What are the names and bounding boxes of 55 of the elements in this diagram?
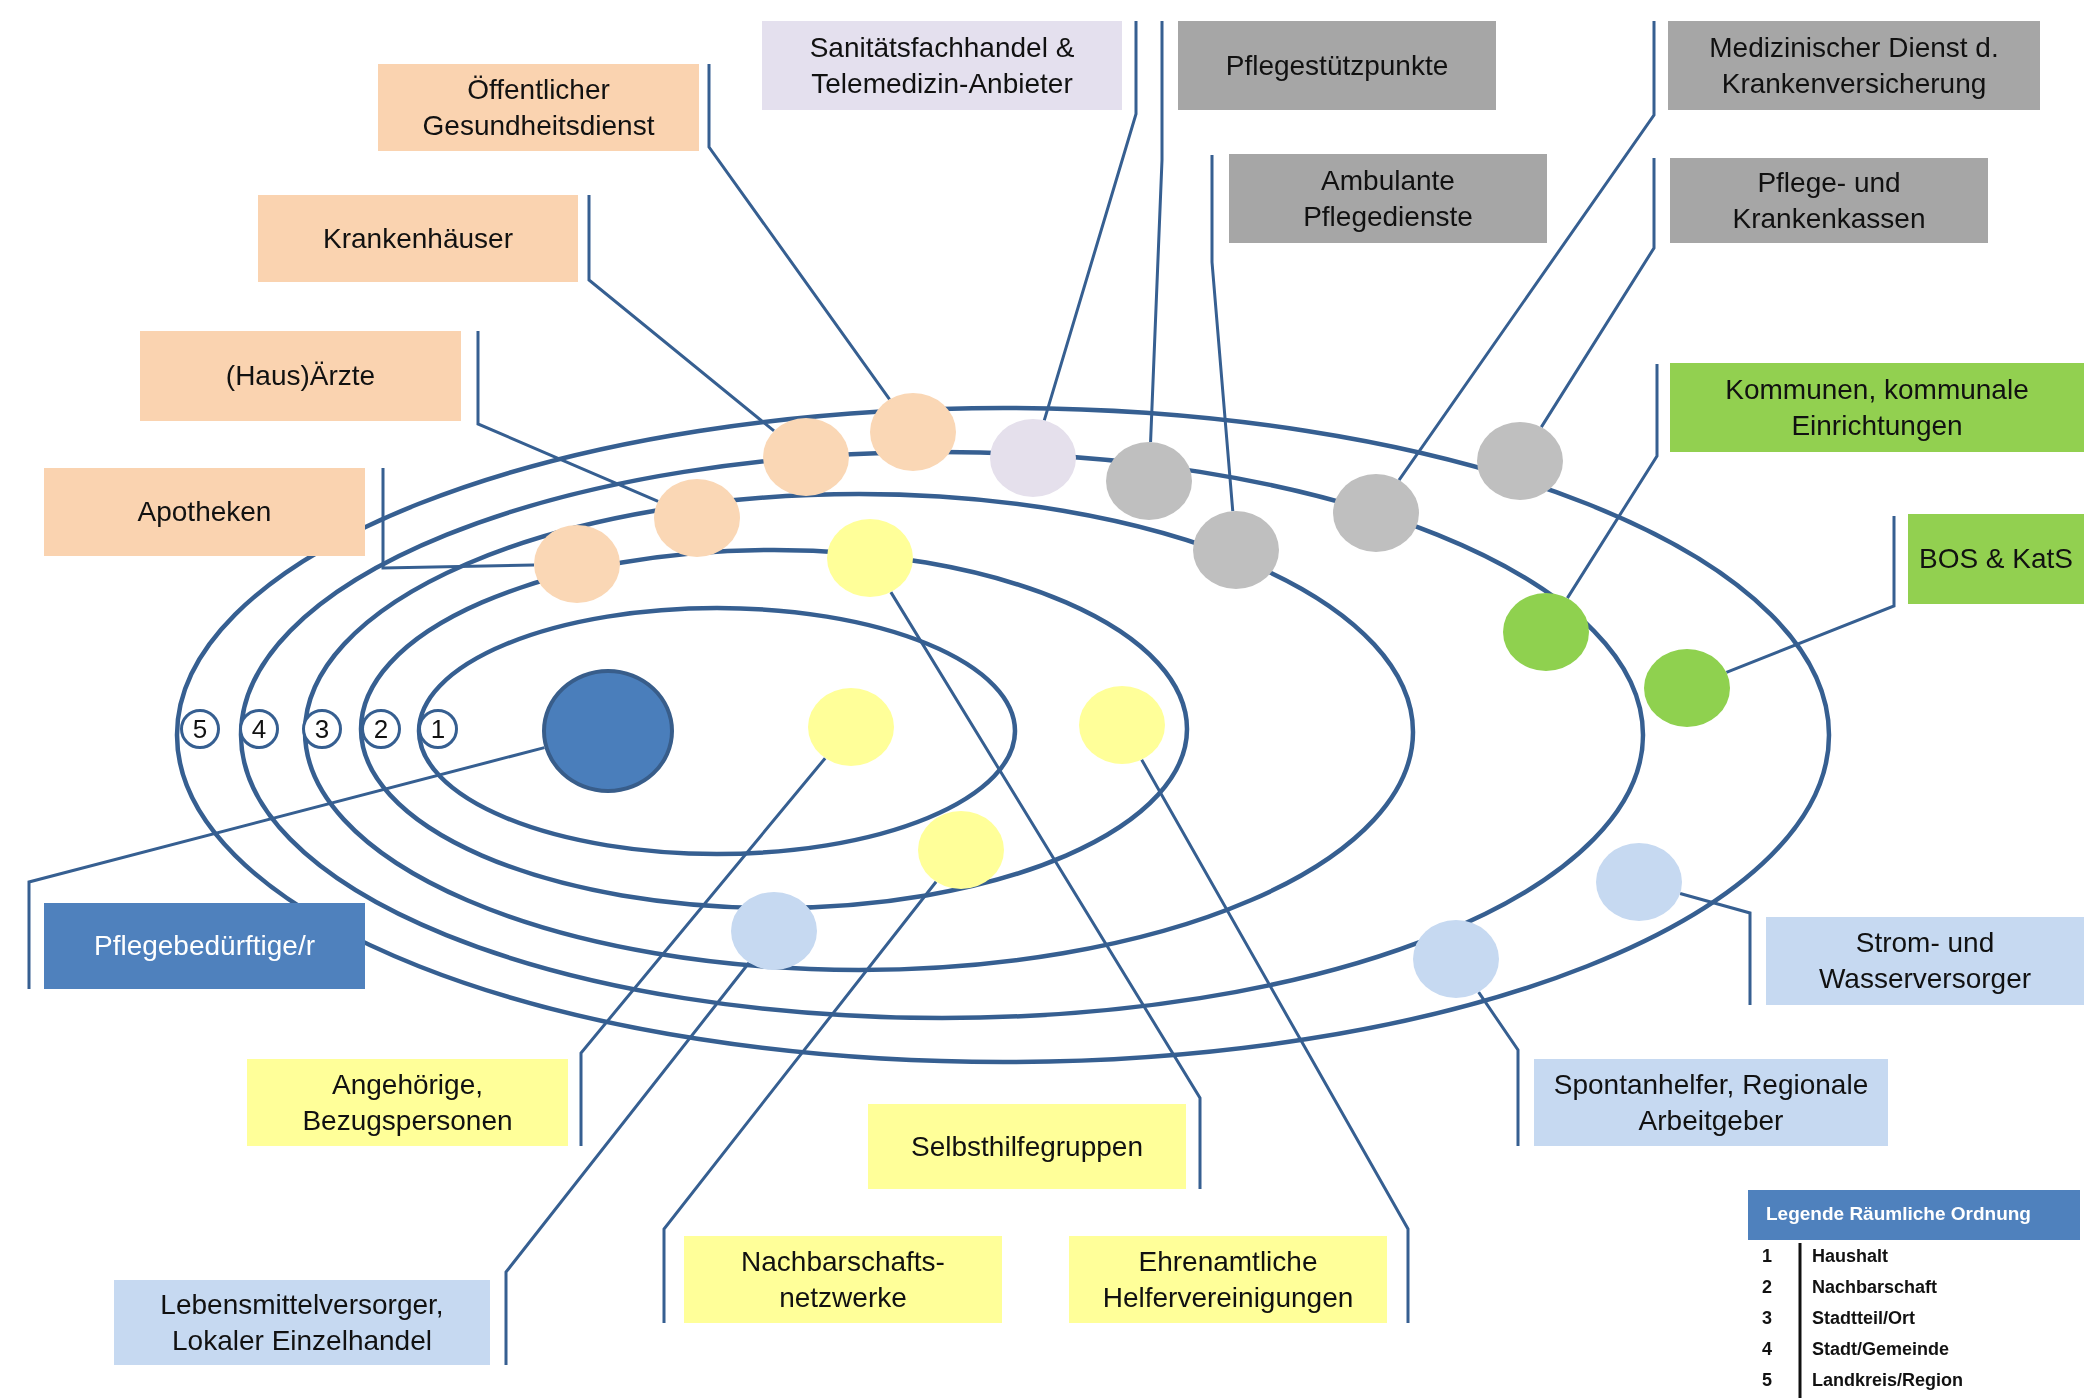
actor-label: Lebensmittelversorger, Lokaler Einzelhandel xyxy=(114,1280,490,1365)
actor-label: Angehörige, Bezugspersonen xyxy=(247,1059,568,1146)
leader-line xyxy=(381,468,535,570)
actor-label: Strom- und Wasserversorger xyxy=(1766,917,2084,1005)
leader-line xyxy=(707,64,891,401)
leader-line xyxy=(587,195,775,433)
ring-number-text: 5 xyxy=(1762,1369,1772,1392)
leader-line xyxy=(1140,758,1410,1323)
leader-line xyxy=(1566,364,1659,599)
leader-line xyxy=(27,746,545,989)
leader-line xyxy=(1149,21,1164,443)
ring-number-text: 4 xyxy=(1762,1338,1772,1361)
actor-label: Spontanhelfer, Regionale Arbeitgeber xyxy=(1534,1059,1888,1146)
level-name: Landkreis/Region xyxy=(1812,1369,1964,1392)
actor-label: Öffentlicher Gesundheitsdienst xyxy=(378,64,699,151)
leader-line xyxy=(1679,892,1752,1005)
actor-label: Pflegestützpunkte xyxy=(1178,21,1496,110)
ring-number: 3 xyxy=(302,709,342,749)
leader-line xyxy=(1477,991,1520,1146)
legend-header: Legende Räumliche Ordnung xyxy=(1748,1190,2080,1240)
ring-number: 5 xyxy=(180,709,220,749)
actor-label: Ehrenamtliche Helfervereinigungen xyxy=(1069,1236,1387,1323)
actor-label: BOS & KatS xyxy=(1908,514,2084,604)
leader-line xyxy=(579,757,827,1146)
leader-line xyxy=(1540,158,1656,428)
actor-label: Ambulante Pflegedienste xyxy=(1229,154,1547,243)
level-name: Nachbarschaft xyxy=(1812,1276,1938,1299)
leader-line xyxy=(889,591,1202,1189)
actor-label: Medizinischer Dienst d. Krankenversicherung xyxy=(1668,21,2040,110)
level-name: Stadt/Gemeinde xyxy=(1812,1338,1950,1361)
actor-label: Apotheken xyxy=(44,468,365,556)
ring-number: 1 xyxy=(418,709,458,749)
level-name: Stadtteil/Ort xyxy=(1812,1307,1915,1330)
leader-line xyxy=(1397,21,1656,481)
actor-label: Nachbarschafts- netzwerke xyxy=(684,1236,1002,1323)
leader-line xyxy=(476,331,659,503)
leader-line xyxy=(1042,21,1138,421)
actor-dot xyxy=(918,811,1004,889)
actor-label: Sanitätsfachhandel & Telemedizin-Anbieter xyxy=(762,21,1122,110)
level-name: Haushalt xyxy=(1812,1245,1889,1268)
actor-label: Selbsthilfegruppen xyxy=(868,1104,1186,1189)
actor-label: Kommunen, kommunale Einrichtungen xyxy=(1670,363,2084,452)
ring-number-text: 2 xyxy=(1762,1276,1772,1299)
leader-line xyxy=(662,880,938,1323)
leader-line xyxy=(1725,516,1896,674)
leader-line xyxy=(1210,155,1235,512)
actor-label: Krankenhäuser xyxy=(258,195,578,282)
actor-dot xyxy=(654,479,740,557)
ring-number: 4 xyxy=(239,709,279,749)
ring-number: 2 xyxy=(361,709,401,749)
actor-label: Pflegebedürftige/r xyxy=(44,903,365,989)
ring-number-text: 1 xyxy=(1762,1245,1772,1268)
ring-number-text: 3 xyxy=(1762,1307,1772,1330)
actor-label: (Haus)Ärzte xyxy=(140,331,461,421)
actor-label: Pflege- und Krankenkassen xyxy=(1670,158,1988,243)
